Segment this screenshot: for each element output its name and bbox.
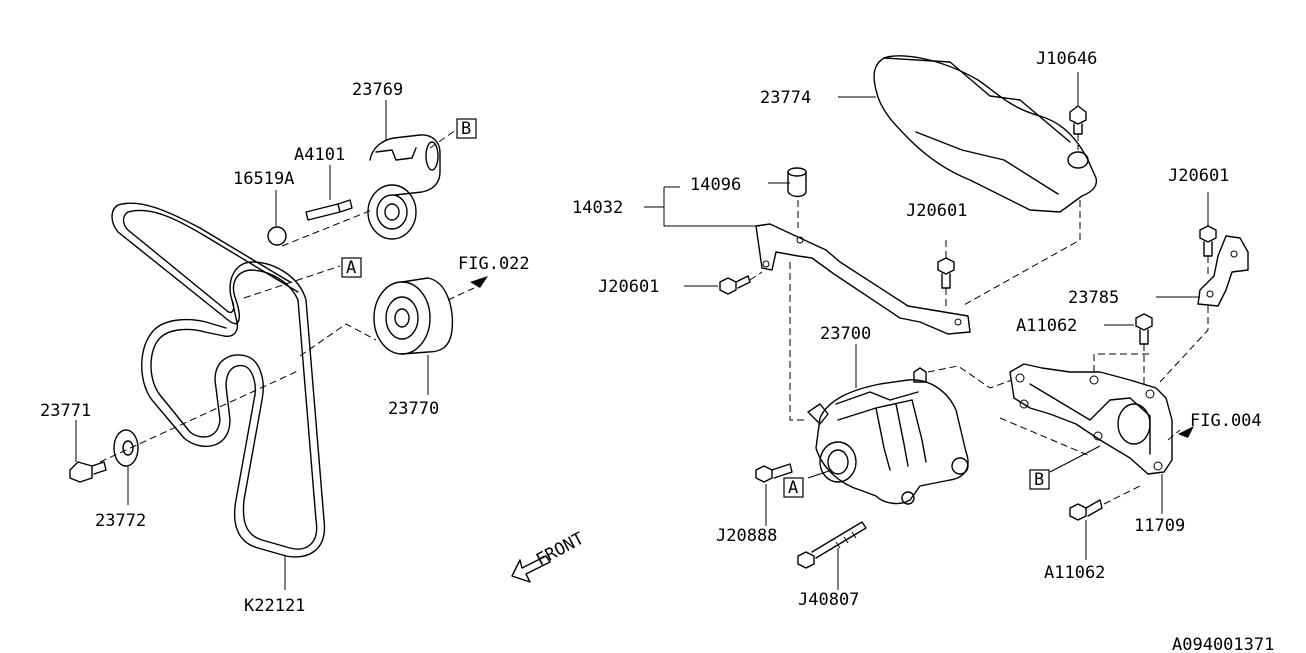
label-23785: 23785 [1068, 288, 1119, 308]
bolt-23771 [69, 461, 107, 483]
plate-23772 [113, 429, 139, 467]
label-14096: 14096 [690, 175, 741, 195]
front-arrow-icon [511, 555, 551, 583]
cap-16519a [267, 226, 287, 246]
label-23772: 23772 [95, 511, 146, 531]
label-k22121: K22121 [244, 596, 305, 616]
label-j20601-left: J20601 [598, 277, 659, 297]
arrow-fig004-icon [1178, 426, 1194, 438]
label-23774: 23774 [760, 88, 811, 108]
label-16519a: 16519A [233, 169, 294, 189]
bush-14096 [787, 167, 807, 198]
leaders-left [75, 100, 475, 590]
ref-box-a-left [341, 257, 362, 278]
ref-box-a-mid [783, 477, 804, 498]
serpentine-belt [111, 202, 326, 558]
label-a4101: A4101 [294, 145, 345, 165]
label-box-a-mid: A [788, 478, 798, 498]
leaders-right [644, 72, 1209, 590]
label-j20601-right: J20601 [1168, 166, 1229, 186]
bracket-11709 [1009, 363, 1173, 475]
label-fig022: FIG.022 [458, 254, 530, 274]
cover-23774 [873, 55, 1098, 213]
bolt-a11062-top [1135, 313, 1153, 345]
label-j40807: J40807 [798, 590, 859, 610]
label-j20601-mid: J20601 [906, 201, 967, 221]
bracket-14032 [755, 223, 971, 335]
label-23769: 23769 [352, 80, 403, 100]
label-23700: 23700 [820, 324, 871, 344]
alternator-23700 [807, 367, 969, 505]
bolt-a11062-bottom [1069, 499, 1103, 521]
bolt-j20888 [755, 463, 793, 483]
ref-box-b-tensioner [456, 118, 477, 139]
label-a11062-bottom: A11062 [1044, 563, 1105, 583]
label-14032: 14032 [572, 198, 623, 218]
label-23770: 23770 [388, 399, 439, 419]
label-a11062-top: A11062 [1016, 316, 1077, 336]
label-j20888: J20888 [716, 526, 777, 546]
arrow-fig022-icon [470, 276, 488, 288]
label-23771: 23771 [40, 401, 91, 421]
ref-box-b-mid [1029, 469, 1050, 490]
label-box-a-left: A [346, 258, 356, 278]
bolt-j10646 [1069, 105, 1087, 135]
bolt-j20601-mid [937, 257, 955, 289]
idler-pulley-23770 [373, 277, 454, 355]
label-j10646: J10646 [1036, 49, 1097, 69]
label-box-b-mid: B [1034, 470, 1044, 490]
label-fig004: FIG.004 [1190, 411, 1262, 431]
label-drawing-id: A094001371 [1172, 635, 1274, 653]
label-11709: 11709 [1134, 516, 1185, 536]
label-front: FRONT [533, 529, 588, 571]
bracket-23785 [1197, 235, 1249, 307]
bolt-j40807 [797, 521, 867, 569]
bolt-j20601-left [719, 275, 751, 295]
bolt-a4101 [305, 199, 353, 221]
bolt-j20601-right [1199, 225, 1217, 257]
label-box-b-tensioner: B [461, 119, 471, 139]
tensioner-23769 [367, 134, 441, 240]
